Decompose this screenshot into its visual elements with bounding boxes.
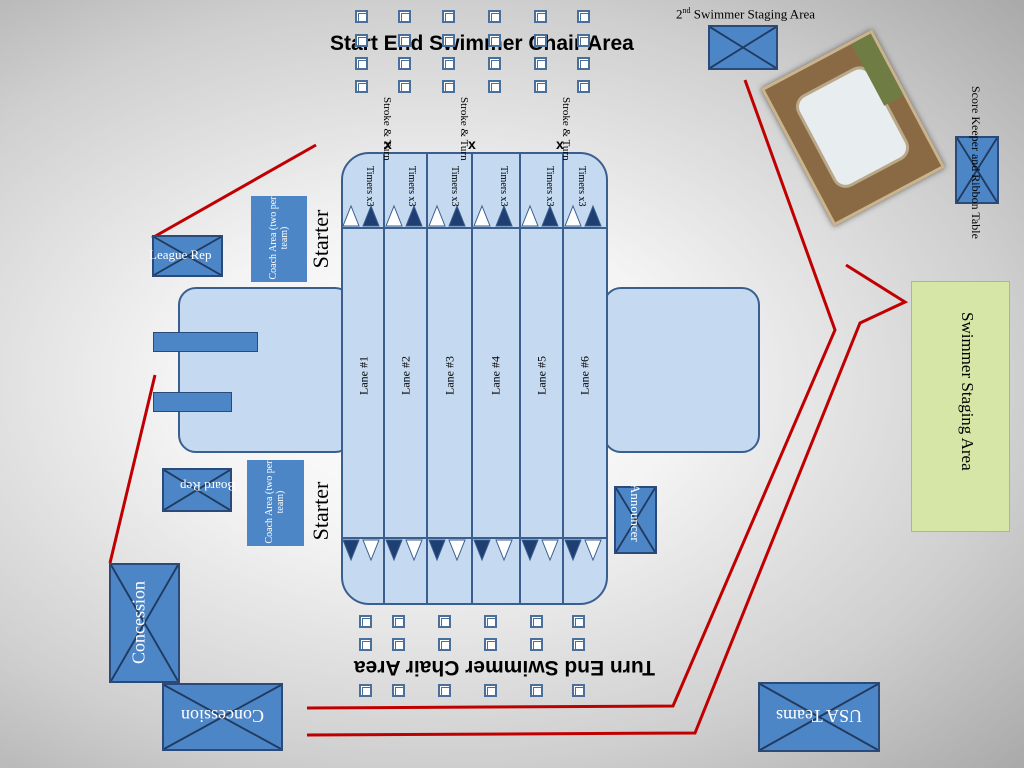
concession-box-left: [109, 563, 180, 683]
lane-label-2: Lane #2: [398, 356, 413, 395]
announcer-box: [614, 486, 657, 554]
coach-area-bottom: [247, 460, 304, 546]
boundary-line-right-outer: [306, 79, 837, 710]
chair: [577, 57, 590, 70]
chair: [398, 57, 411, 70]
coach-area-top-label: Coach Area (two per team): [268, 196, 290, 280]
stroke-turn-label-1: Stroke & Turn: [381, 97, 393, 161]
chair: [534, 57, 547, 70]
coach-area-bottom-label: Coach Area (two per team): [264, 460, 286, 544]
chair: [577, 10, 590, 23]
timers-label-3: Timers x3: [449, 166, 460, 207]
chair: [530, 615, 543, 628]
chair: [398, 34, 411, 47]
chair: [392, 638, 405, 651]
starter-label-bottom: Starter: [308, 481, 333, 541]
timers-label-6: Timers x3: [576, 166, 587, 207]
pool-wing-left: [178, 287, 353, 453]
chair: [355, 10, 368, 23]
chair: [392, 615, 405, 628]
chair: [534, 80, 547, 93]
chair: [392, 684, 405, 697]
chair: [488, 34, 501, 47]
chair: [484, 615, 497, 628]
second-staging-box: [708, 25, 778, 70]
chair: [438, 615, 451, 628]
chair: [355, 34, 368, 47]
chair: [488, 10, 501, 23]
boundary-line-left: [108, 374, 157, 564]
stroke-turn-mark-1: x: [384, 136, 392, 152]
league-rep-box: [152, 235, 223, 277]
chair: [398, 80, 411, 93]
chair: [355, 57, 368, 70]
board-rep-box: [162, 468, 232, 512]
swimmer-staging-area: [911, 281, 1010, 532]
usa-teams-box: [758, 682, 880, 752]
chair: [359, 684, 372, 697]
chair: [530, 684, 543, 697]
usa-teams-label: USA Teams: [776, 706, 862, 726]
chair: [442, 57, 455, 70]
chair: [530, 638, 543, 651]
chair: [359, 615, 372, 628]
starter-label-top: Starter: [308, 209, 333, 269]
main-pool: [341, 152, 608, 605]
chair: [534, 10, 547, 23]
stroke-turn-mark-2: x: [468, 136, 476, 152]
chair: [577, 80, 590, 93]
lane-label-3: Lane #3: [442, 356, 457, 395]
chair: [438, 638, 451, 651]
timers-label-4: Timers x3: [498, 166, 509, 207]
announcer-label: Announcer: [628, 484, 643, 542]
concession-label-bottom: Concession: [181, 706, 264, 726]
chair: [442, 34, 455, 47]
stroke-turn-label-3: Stroke & Turn: [560, 97, 572, 161]
stroke-turn-mark-3: x: [556, 136, 564, 152]
chair: [438, 684, 451, 697]
turn-end-chair-area-title: Turn End Swimmer Chair Area: [353, 656, 655, 679]
boundary-line-right-inner: [306, 263, 909, 737]
lane-label-5: Lane #5: [534, 356, 549, 395]
lane-label-6: Lane #6: [577, 356, 592, 395]
scorekeeper-label: Score Keeper and Ribbon Table: [969, 86, 983, 239]
concession-label-left: Concession: [128, 581, 149, 664]
chair: [572, 638, 585, 651]
diving-board-1: [153, 332, 258, 352]
diving-board-2: [153, 392, 232, 412]
chair: [359, 638, 372, 651]
chair: [488, 57, 501, 70]
chair: [442, 10, 455, 23]
coach-area-top: [251, 196, 307, 282]
timers-label-1: Timers x3: [364, 166, 375, 207]
chair: [488, 80, 501, 93]
board-rep-label: Board Rep: [180, 479, 236, 494]
chair: [398, 10, 411, 23]
timers-label-5: Timers x3: [544, 166, 555, 207]
lane-label-4: Lane #4: [488, 356, 503, 395]
scorekeeper-box: [955, 136, 999, 204]
chair: [572, 684, 585, 697]
boundary-line-left-top: [151, 143, 317, 240]
pool-wing-right: [603, 287, 760, 453]
chair: [355, 80, 368, 93]
chair: [572, 615, 585, 628]
chair: [577, 34, 590, 47]
lane-lines: [343, 154, 606, 603]
timers-label-2: Timers x3: [406, 166, 417, 207]
chair: [534, 34, 547, 47]
second-staging-label: 2nd Swimmer Staging Area: [676, 6, 816, 22]
lane-label-1: Lane #1: [356, 356, 371, 395]
concession-box-bottom: [162, 683, 283, 751]
chair: [484, 684, 497, 697]
swimmer-staging-label: Swimmer Staging Area: [958, 312, 977, 471]
chair: [442, 80, 455, 93]
stroke-turn-label-2: Stroke & Turn: [458, 97, 470, 161]
league-rep-label: League Rep: [149, 247, 212, 262]
chair: [484, 638, 497, 651]
